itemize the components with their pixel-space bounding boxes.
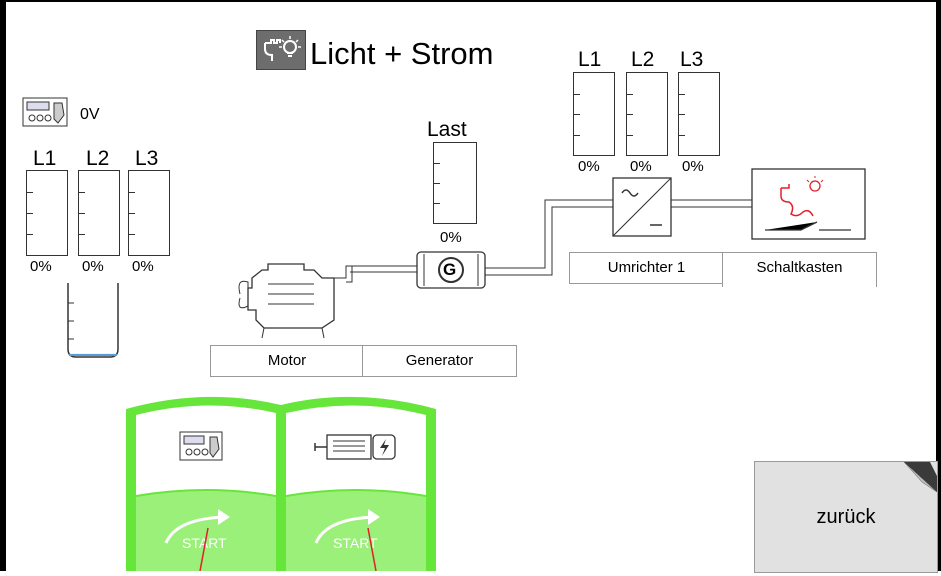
right-l2-gauge [626, 72, 668, 156]
last-gauge [433, 142, 477, 224]
switch-box-icon [751, 168, 866, 240]
voltage-readout: 0V [80, 106, 100, 123]
gauge-tick [27, 192, 33, 193]
right-l1-gauge [573, 72, 615, 156]
gauge-tick [574, 114, 580, 115]
right-l3-label: L3 [680, 48, 704, 71]
start-label: START [182, 535, 227, 551]
generator-icon: G [416, 250, 486, 290]
tank-gauge [66, 283, 120, 359]
gauge-tick [679, 135, 685, 136]
gauge-tick [627, 135, 633, 136]
right-l2-percent: 0% [630, 158, 652, 175]
electric-motor-icon [313, 433, 397, 461]
gauge-tick [434, 163, 440, 164]
left-l3-gauge [128, 170, 170, 256]
left-l2-gauge [78, 170, 120, 256]
window-frame-left [0, 0, 6, 571]
control-unit-icon [22, 97, 68, 127]
left-l2-percent: 0% [82, 258, 104, 275]
gauge-tick [129, 192, 135, 193]
gauge-tick [129, 234, 135, 235]
window-frame-right [936, 0, 941, 571]
gauge-tick [679, 94, 685, 95]
start-electric-motor-button[interactable]: START [281, 393, 436, 571]
gauge-tick [79, 234, 85, 235]
left-l1-percent: 0% [30, 258, 52, 275]
tab-umrichter[interactable]: Umrichter 1 [569, 252, 724, 284]
generator-symbol: G [443, 260, 457, 279]
gauge-tick [574, 135, 580, 136]
page-corner-icon [903, 461, 938, 493]
gauge-tick [679, 114, 685, 115]
right-l1-label: L1 [578, 48, 602, 71]
back-button[interactable]: zurück [754, 461, 938, 573]
tab-schaltkasten[interactable]: Schaltkasten [722, 252, 877, 287]
left-l2-label: L2 [86, 147, 110, 170]
start-label: START [333, 535, 378, 551]
gauge-tick [79, 192, 85, 193]
gauge-tick [574, 94, 580, 95]
left-l1-gauge [26, 170, 68, 256]
engine-icon [234, 258, 356, 342]
gauge-tick [627, 94, 633, 95]
left-l1-label: L1 [33, 147, 57, 170]
gauge-tick [627, 114, 633, 115]
gauge-tick [129, 213, 135, 214]
gauge-tick [79, 213, 85, 214]
gauge-tick [434, 183, 440, 184]
page-title: Licht + Strom [310, 36, 494, 71]
right-l3-gauge [678, 72, 720, 156]
right-l3-percent: 0% [682, 158, 704, 175]
control-unit-icon [179, 431, 223, 461]
tab-motor[interactable]: Motor [210, 345, 364, 377]
left-l3-label: L3 [135, 147, 159, 170]
tab-generator[interactable]: Generator [362, 345, 517, 377]
light-power-icon [256, 30, 306, 70]
last-percent: 0% [440, 229, 462, 246]
start-control-unit-button[interactable]: START [126, 393, 281, 571]
left-l3-percent: 0% [132, 258, 154, 275]
gauge-tick [27, 234, 33, 235]
gauge-tick [434, 203, 440, 204]
last-label: Last [427, 118, 467, 141]
gauge-tick [27, 213, 33, 214]
converter-icon [612, 177, 672, 237]
right-l1-percent: 0% [578, 158, 600, 175]
window-frame-top [0, 0, 941, 2]
right-l2-label: L2 [631, 48, 655, 71]
